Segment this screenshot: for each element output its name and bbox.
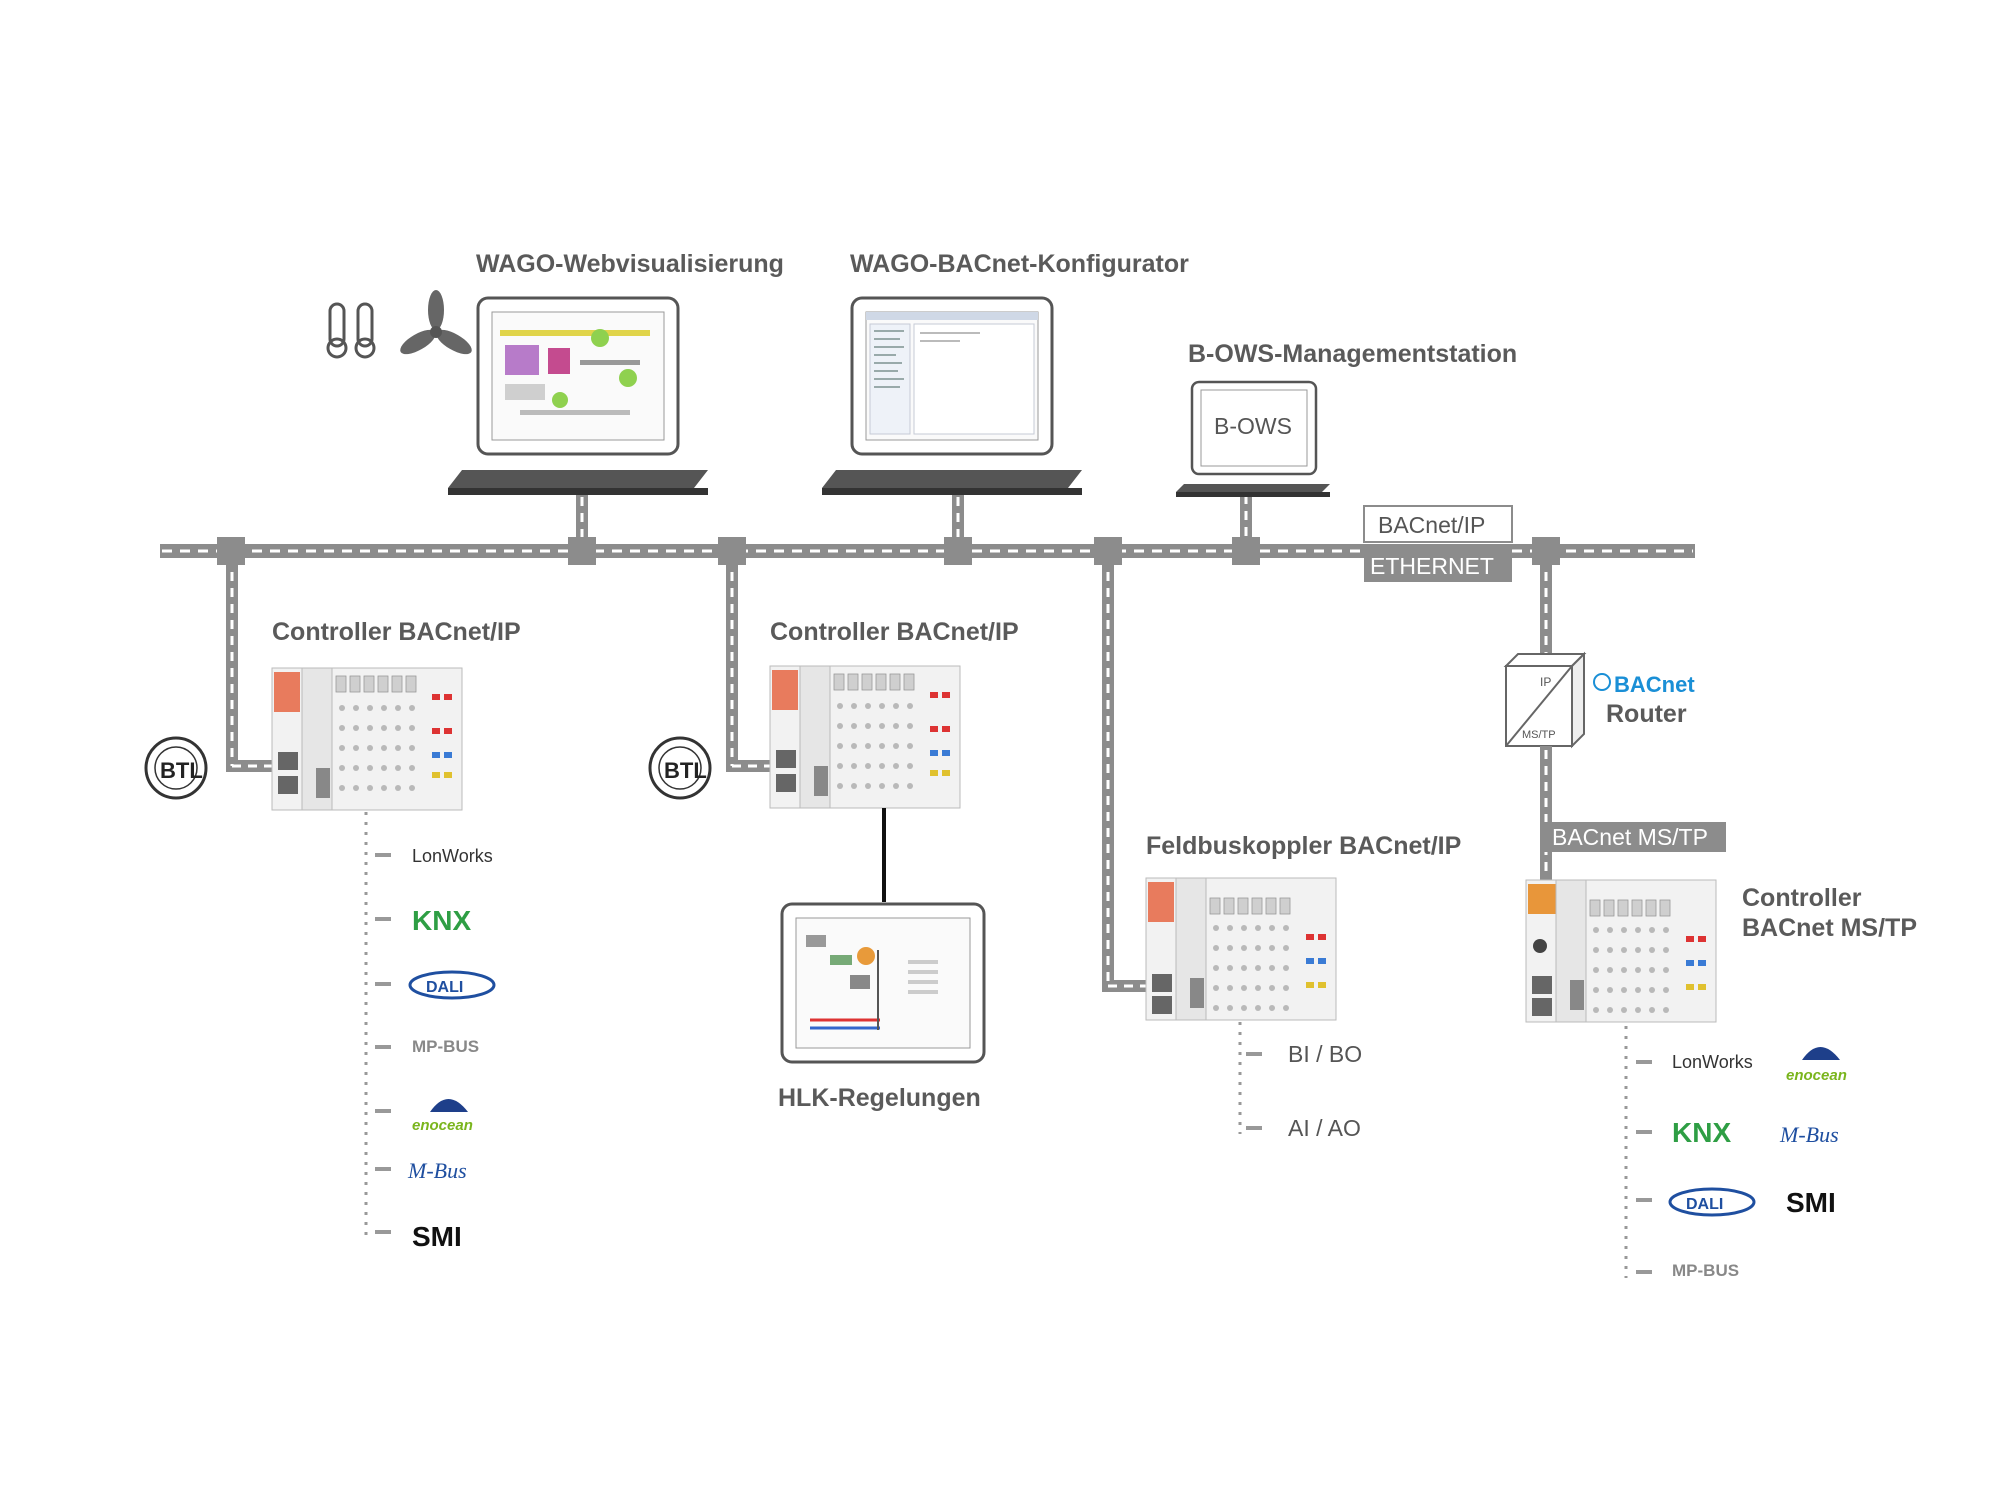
bus-junctions — [217, 537, 1560, 565]
laptop-bows: B-OWS-Managementstation B-OWS — [1176, 340, 1517, 497]
mbus-logo-2: M-Bus — [1779, 1122, 1839, 1147]
feldbus-device — [1145, 877, 1337, 1021]
router-title: Router — [1606, 700, 1687, 728]
btl-badge-2: BTL — [648, 736, 712, 800]
bibo-label: BI / BO — [1288, 1041, 1362, 1067]
mpbus-logo: MP-BUS — [412, 1037, 479, 1056]
btl-label-1: BTL — [160, 758, 203, 783]
bacnet-logo: BACnet — [1593, 672, 1695, 697]
controller-mstp-title-1: Controller — [1742, 884, 1862, 912]
konfig-screen-graphic — [866, 312, 1038, 435]
protocol-list-mstp: LonWorks KNX DALI MP-BUS enocean M-Bus S… — [1668, 1047, 1847, 1280]
controller-mstp-title-2: BACnet MS/TP — [1742, 914, 1917, 942]
laptop-konfigurator: WAGO-BACnet-Konfigurator — [822, 250, 1189, 495]
fieldbus-line-1 — [364, 812, 391, 1236]
bacnet-ip-tag: BACnet/IP — [1363, 505, 1513, 543]
dali-logo: DALI — [408, 970, 496, 1000]
webvis-title: WAGO-Webvisualisierung — [476, 250, 784, 278]
router-ip-label: IP — [1540, 675, 1551, 689]
laptop-webvis: WAGO-Webvisualisierung — [448, 250, 784, 495]
controller1-title: Controller BACnet/IP — [272, 618, 521, 646]
smi-logo: SMI — [412, 1221, 462, 1252]
mstp-line: BACnet MS/TP — [1540, 746, 1726, 882]
bows-screen-label: B-OWS — [1214, 413, 1292, 439]
bows-station-title: B-OWS-Managementstation — [1188, 340, 1517, 368]
btl-label-2: BTL — [664, 758, 707, 783]
hlk-screen-graphic — [806, 935, 938, 1030]
ethernet-bus — [160, 544, 1695, 558]
konfig-title: WAGO-BACnet-Konfigurator — [850, 250, 1189, 278]
controller1-device — [271, 667, 463, 811]
enocean-logo-2: enocean — [1786, 1047, 1847, 1084]
controller2-device — [769, 665, 961, 809]
svg-text:DALI: DALI — [1686, 1196, 1723, 1213]
feldbus-title: Feldbuskoppler BACnet/IP — [1146, 832, 1461, 860]
protocol-list-1: LonWorks KNX DALI MP-BUS enocean M-Bus S… — [407, 846, 496, 1252]
lonworks-logo-2: LonWorks — [1672, 1052, 1753, 1072]
svg-text:enocean: enocean — [1786, 1067, 1847, 1084]
fan-icon — [400, 290, 472, 355]
mbus-logo: M-Bus — [407, 1158, 467, 1183]
thermometer-icon — [326, 302, 376, 359]
svg-text:enocean: enocean — [412, 1117, 473, 1134]
smi-logo-2: SMI — [1786, 1187, 1836, 1218]
fieldbus-line-mstp — [1624, 1026, 1652, 1278]
router-device: IP MS/TP — [1503, 651, 1587, 749]
enocean-logo: enocean — [412, 1099, 473, 1134]
aiao-label: AI / AO — [1288, 1115, 1361, 1141]
hlk-title: HLK-Regelungen — [778, 1084, 981, 1112]
bacnet-mstp-label: BACnet MS/TP — [1552, 824, 1708, 850]
btl-badge-1: BTL — [144, 736, 208, 800]
webvis-screen-graphic — [500, 329, 650, 415]
controller2-title: Controller BACnet/IP — [770, 618, 1019, 646]
bacnet-ip-label: BACnet/IP — [1378, 512, 1485, 538]
router-mstp-label: MS/TP — [1522, 729, 1556, 741]
io-line: BI / BO AI / AO — [1238, 1022, 1362, 1141]
svg-text:BACnet: BACnet — [1614, 672, 1695, 697]
knx-logo-2: KNX — [1672, 1117, 1731, 1148]
mpbus-logo-2: MP-BUS — [1672, 1261, 1739, 1280]
svg-text:DALI: DALI — [426, 979, 463, 996]
hlk-panel: HLK-Regelungen — [778, 902, 986, 1112]
lonworks-logo: LonWorks — [412, 846, 493, 866]
ethernet-tag: ETHERNET — [1364, 548, 1512, 582]
ethernet-label: ETHERNET — [1370, 553, 1494, 579]
knx-logo: KNX — [412, 905, 471, 936]
controller-mstp-device — [1525, 879, 1717, 1023]
dali-logo-2: DALI — [1668, 1187, 1756, 1217]
